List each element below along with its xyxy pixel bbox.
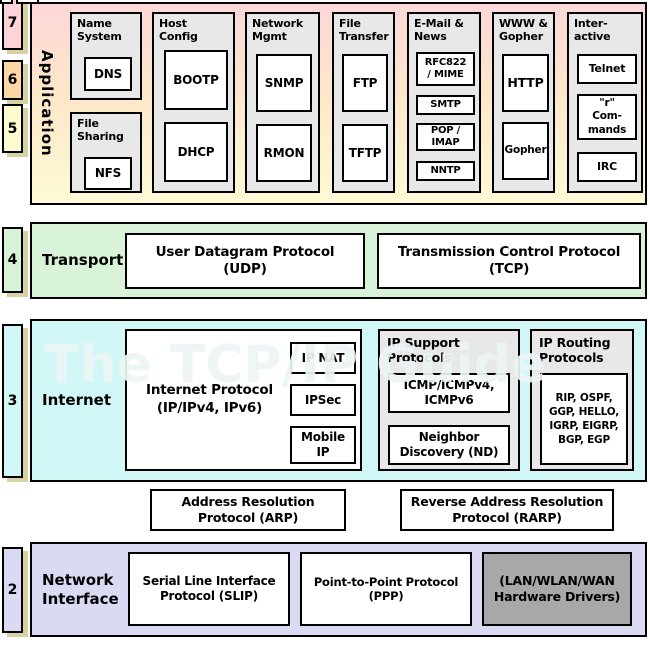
layer-3-badge: 3 xyxy=(2,324,23,478)
protocol-box-udp: User Datagram Protocol (UDP) xyxy=(125,233,365,289)
protocol-box-hardware-drivers: (LAN/WLAN/WAN Hardware Drivers) xyxy=(482,552,632,626)
protocol-box-ppp: Point-to-Point Protocol (PPP) xyxy=(300,552,472,626)
application-layer-panel: Application Name System DNS File Sharing… xyxy=(30,2,647,205)
layer-5-badge: 5 xyxy=(2,104,23,153)
layer-7-badge: 7 xyxy=(2,0,23,50)
protocol-box-ip-nat: IP NAT xyxy=(290,342,356,374)
protocol-box-r-commands: "r" Com- mands xyxy=(577,94,637,140)
group-email-news: E-Mail & News RFC822 / MIME SMTP POP / I… xyxy=(407,12,481,193)
group-ip-routing-protocols: IP Routing Protocols RIP, OSPF, GGP, HEL… xyxy=(530,329,634,471)
protocol-box-tcp: Transmission Control Protocol (TCP) xyxy=(377,233,641,289)
protocol-box-irc: IRC xyxy=(577,152,637,182)
protocol-box-arp: Address Resolution Protocol (ARP) xyxy=(150,489,346,531)
group-host-config: Host Config BOOTP DHCP xyxy=(152,12,235,193)
protocol-box-dhcp: DHCP xyxy=(164,122,228,182)
protocol-box-nntp: NNTP xyxy=(416,161,475,181)
ip-title: Internet Protocol (IP/IPv4, IPv6) xyxy=(146,382,273,416)
protocol-box-snmp: SNMP xyxy=(256,54,312,112)
group-www-gopher-title: WWW & Gopher xyxy=(499,17,548,44)
layer-4-badge: 4 xyxy=(2,227,23,293)
protocol-box-icmp: ICMP/ICMPv4, ICMPv6 xyxy=(388,373,510,413)
protocol-box-http: HTTP xyxy=(502,54,549,112)
internet-layer-label: Internet xyxy=(42,391,112,410)
group-file-sharing-title: File Sharing xyxy=(77,117,124,144)
protocol-box-routing-list: RIP, OSPF, GGP, HELLO, IGRP, EIGRP, BGP,… xyxy=(540,373,628,465)
protocol-box-bootp: BOOTP xyxy=(164,50,228,110)
group-name-system: Name System DNS xyxy=(70,12,142,100)
group-host-config-title: Host Config xyxy=(159,17,198,44)
cropped-box-fragment xyxy=(0,0,13,4)
ip-routing-title: IP Routing Protocols xyxy=(539,335,611,365)
protocol-box-ip: Internet Protocol (IP/IPv4, IPv6) IP NAT… xyxy=(125,329,362,471)
protocol-box-dns: DNS xyxy=(84,57,132,91)
protocol-box-gopher: Gopher xyxy=(502,122,549,180)
group-network-mgmt-title: Network Mgmt xyxy=(252,17,303,44)
group-www-gopher: WWW & Gopher HTTP Gopher xyxy=(492,12,555,193)
layer-2-badge: 2 xyxy=(2,547,23,633)
network-interface-layer-label: Network Interface xyxy=(42,570,119,608)
protocol-box-ipsec: IPSec xyxy=(290,384,356,416)
protocol-box-smtp: SMTP xyxy=(416,95,475,115)
internet-layer-panel: The TCP/IP Guide Internet Internet Proto… xyxy=(30,319,647,482)
group-file-sharing: File Sharing NFS xyxy=(70,112,142,193)
layer-6-badge: 6 xyxy=(2,60,23,100)
protocol-box-pop-imap: POP / IMAP xyxy=(416,123,475,151)
protocol-box-neighbor-discovery: Neighbor Discovery (ND) xyxy=(388,425,510,465)
protocol-box-rarp: Reverse Address Resolution Protocol (RAR… xyxy=(400,489,614,531)
group-interactive: Inter- active Telnet "r" Com- mands IRC xyxy=(567,12,643,193)
group-name-system-title: Name System xyxy=(77,17,122,44)
protocol-box-slip: Serial Line Interface Protocol (SLIP) xyxy=(128,552,290,626)
network-interface-layer-panel: Network Interface Serial Line Interface … xyxy=(30,542,647,637)
protocol-box-ftp: FTP xyxy=(342,54,388,112)
application-layer-label-wrap: Application xyxy=(38,4,56,203)
application-layer-label: Application xyxy=(38,50,56,157)
group-ip-support-protocols: IP Support Protocols ICMP/ICMPv4, ICMPv6… xyxy=(378,329,520,471)
protocol-box-rfc822-mime: RFC822 / MIME xyxy=(416,52,475,86)
transport-layer-panel: Transport User Datagram Protocol (UDP) T… xyxy=(30,222,647,299)
transport-layer-label: Transport xyxy=(42,251,124,270)
group-email-news-title: E-Mail & News xyxy=(414,17,464,44)
protocol-box-tftp: TFTP xyxy=(342,124,388,182)
protocol-box-rmon: RMON xyxy=(256,124,312,182)
group-file-transfer-title: File Transfer xyxy=(339,17,389,44)
protocol-box-nfs: NFS xyxy=(84,157,132,190)
protocol-box-telnet: Telnet xyxy=(577,54,637,84)
cropped-box-fragment xyxy=(16,0,39,4)
group-file-transfer: File Transfer FTP TFTP xyxy=(332,12,395,193)
group-interactive-title: Inter- active xyxy=(574,17,611,44)
ip-support-title: IP Support Protocols xyxy=(387,335,460,365)
group-network-mgmt: Network Mgmt SNMP RMON xyxy=(245,12,320,193)
protocol-box-mobile-ip: Mobile IP xyxy=(290,426,356,464)
